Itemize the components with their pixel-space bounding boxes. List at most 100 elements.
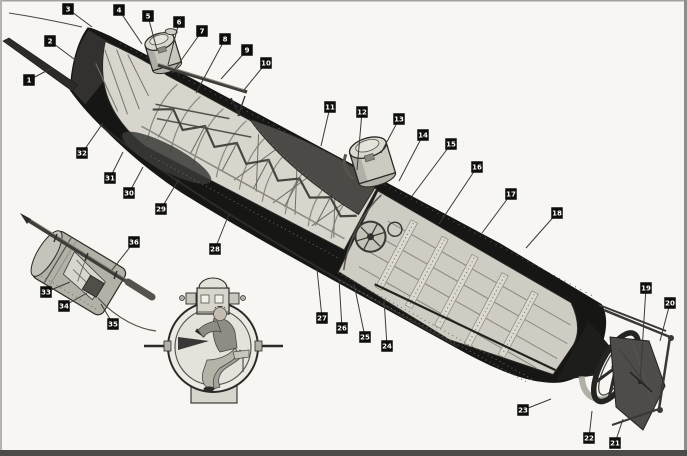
callout-chip-19 [640, 282, 652, 294]
callout-22: 22 [583, 410, 595, 444]
callout-number-9: 9 [245, 47, 250, 55]
callout-chip-4 [113, 4, 125, 16]
callout-17: 17 [481, 188, 517, 234]
callout-chip-8 [219, 33, 231, 45]
callout-19: 19 [639, 282, 652, 383]
callout-number-18: 18 [552, 210, 562, 218]
callout-number-36: 36 [129, 239, 139, 247]
callout-3: 3 [62, 3, 93, 28]
callout-number-23: 23 [518, 407, 528, 415]
callout-number-15: 15 [446, 141, 456, 149]
leader-line-25 [353, 283, 366, 338]
callout-18: 18 [525, 207, 563, 249]
callout-number-31: 31 [105, 175, 115, 183]
shoe [203, 386, 215, 392]
callout-number-2: 2 [48, 38, 53, 46]
hatch-dome [198, 277, 228, 289]
callout-chip-2 [44, 35, 56, 47]
frame-knob [668, 335, 674, 341]
callout-number-20: 20 [665, 300, 675, 308]
callout-chip-22 [583, 432, 595, 444]
callout-23: 23 [517, 398, 552, 416]
spar-tip [20, 213, 31, 224]
crewman-figure [195, 305, 250, 392]
torpedo-charge-box [81, 274, 105, 298]
coaming-flange [342, 153, 355, 181]
callout-number-5: 5 [146, 13, 151, 21]
callout-number-16: 16 [472, 164, 482, 172]
callout-8: 8 [195, 33, 231, 94]
callout-chip-20 [664, 297, 676, 309]
callout-chip-15 [445, 138, 457, 150]
seat-bench [232, 349, 250, 360]
callout-chip-34 [58, 300, 70, 312]
callout-21: 21 [609, 418, 624, 449]
leader-line-28 [214, 213, 230, 250]
callout-number-10: 10 [261, 60, 271, 68]
callout-number-11: 11 [325, 104, 335, 112]
callout-28: 28 [209, 213, 230, 255]
callout-chip-12 [356, 106, 368, 118]
leader-line-16 [438, 166, 478, 225]
callout-number-28: 28 [210, 246, 220, 254]
callout-26: 26 [336, 278, 348, 334]
callout-number-35: 35 [108, 321, 118, 329]
callout-27: 27 [316, 268, 328, 324]
cutaway-crew-compartment [95, 40, 378, 251]
viewport [214, 294, 224, 304]
callout-number-1: 1 [27, 77, 32, 85]
main-hull [69, 27, 641, 405]
callout-chip-29 [155, 203, 167, 215]
head [213, 307, 227, 321]
callout-1: 1 [23, 67, 53, 86]
callout-chip-26 [336, 322, 348, 334]
ballast-bulge [122, 131, 212, 184]
callout-chip-33 [40, 286, 52, 298]
callout-chip-25 [359, 331, 371, 343]
bow-detail-inset [20, 213, 157, 332]
callout-number-26: 26 [337, 325, 347, 333]
callout-chip-5 [142, 10, 154, 22]
leader-line-24 [383, 298, 388, 347]
callout-chip-1 [23, 74, 35, 86]
crank-housing-wedge [178, 337, 209, 350]
leader-line-19 [639, 287, 647, 383]
aft-conning-tower [342, 136, 397, 188]
leader-line-6 [167, 21, 180, 66]
callout-chip-11 [324, 101, 336, 113]
callout-33: 33 [40, 281, 71, 298]
callout-chip-28 [209, 243, 221, 255]
leader-line-7 [171, 30, 203, 74]
callout-29: 29 [155, 178, 180, 215]
leader-line-27 [316, 268, 323, 319]
callout-12: 12 [356, 106, 368, 171]
callout-16: 16 [438, 161, 483, 225]
callout-chip-30 [123, 187, 135, 199]
callout-20: 20 [659, 297, 676, 342]
cutaway-aft-compartment [337, 190, 579, 376]
viewport [363, 152, 376, 163]
callout-number-8: 8 [223, 36, 228, 44]
mid-deck-plate [248, 118, 376, 216]
callout-32: 32 [76, 122, 104, 159]
callout-number-4: 4 [117, 7, 122, 15]
callout-number-25: 25 [360, 334, 370, 342]
callout-6: 6 [167, 16, 185, 66]
callout-31: 31 [104, 151, 124, 184]
callout-chip-14 [417, 129, 429, 141]
callout-chip-24 [381, 340, 393, 352]
callout-25: 25 [353, 283, 371, 343]
callout-chip-36 [128, 236, 140, 248]
callout-chip-13 [393, 113, 405, 125]
callout-24: 24 [381, 298, 393, 352]
crew-bench [141, 125, 345, 240]
callout-number-22: 22 [584, 435, 594, 443]
callout-2: 2 [44, 35, 79, 63]
callout-number-14: 14 [418, 132, 428, 140]
callout-34: 34 [58, 292, 88, 312]
leader-line-26 [338, 278, 343, 329]
callout-number-32: 32 [77, 150, 87, 158]
callout-number-21: 21 [610, 440, 620, 448]
leader-line-12 [356, 111, 363, 171]
